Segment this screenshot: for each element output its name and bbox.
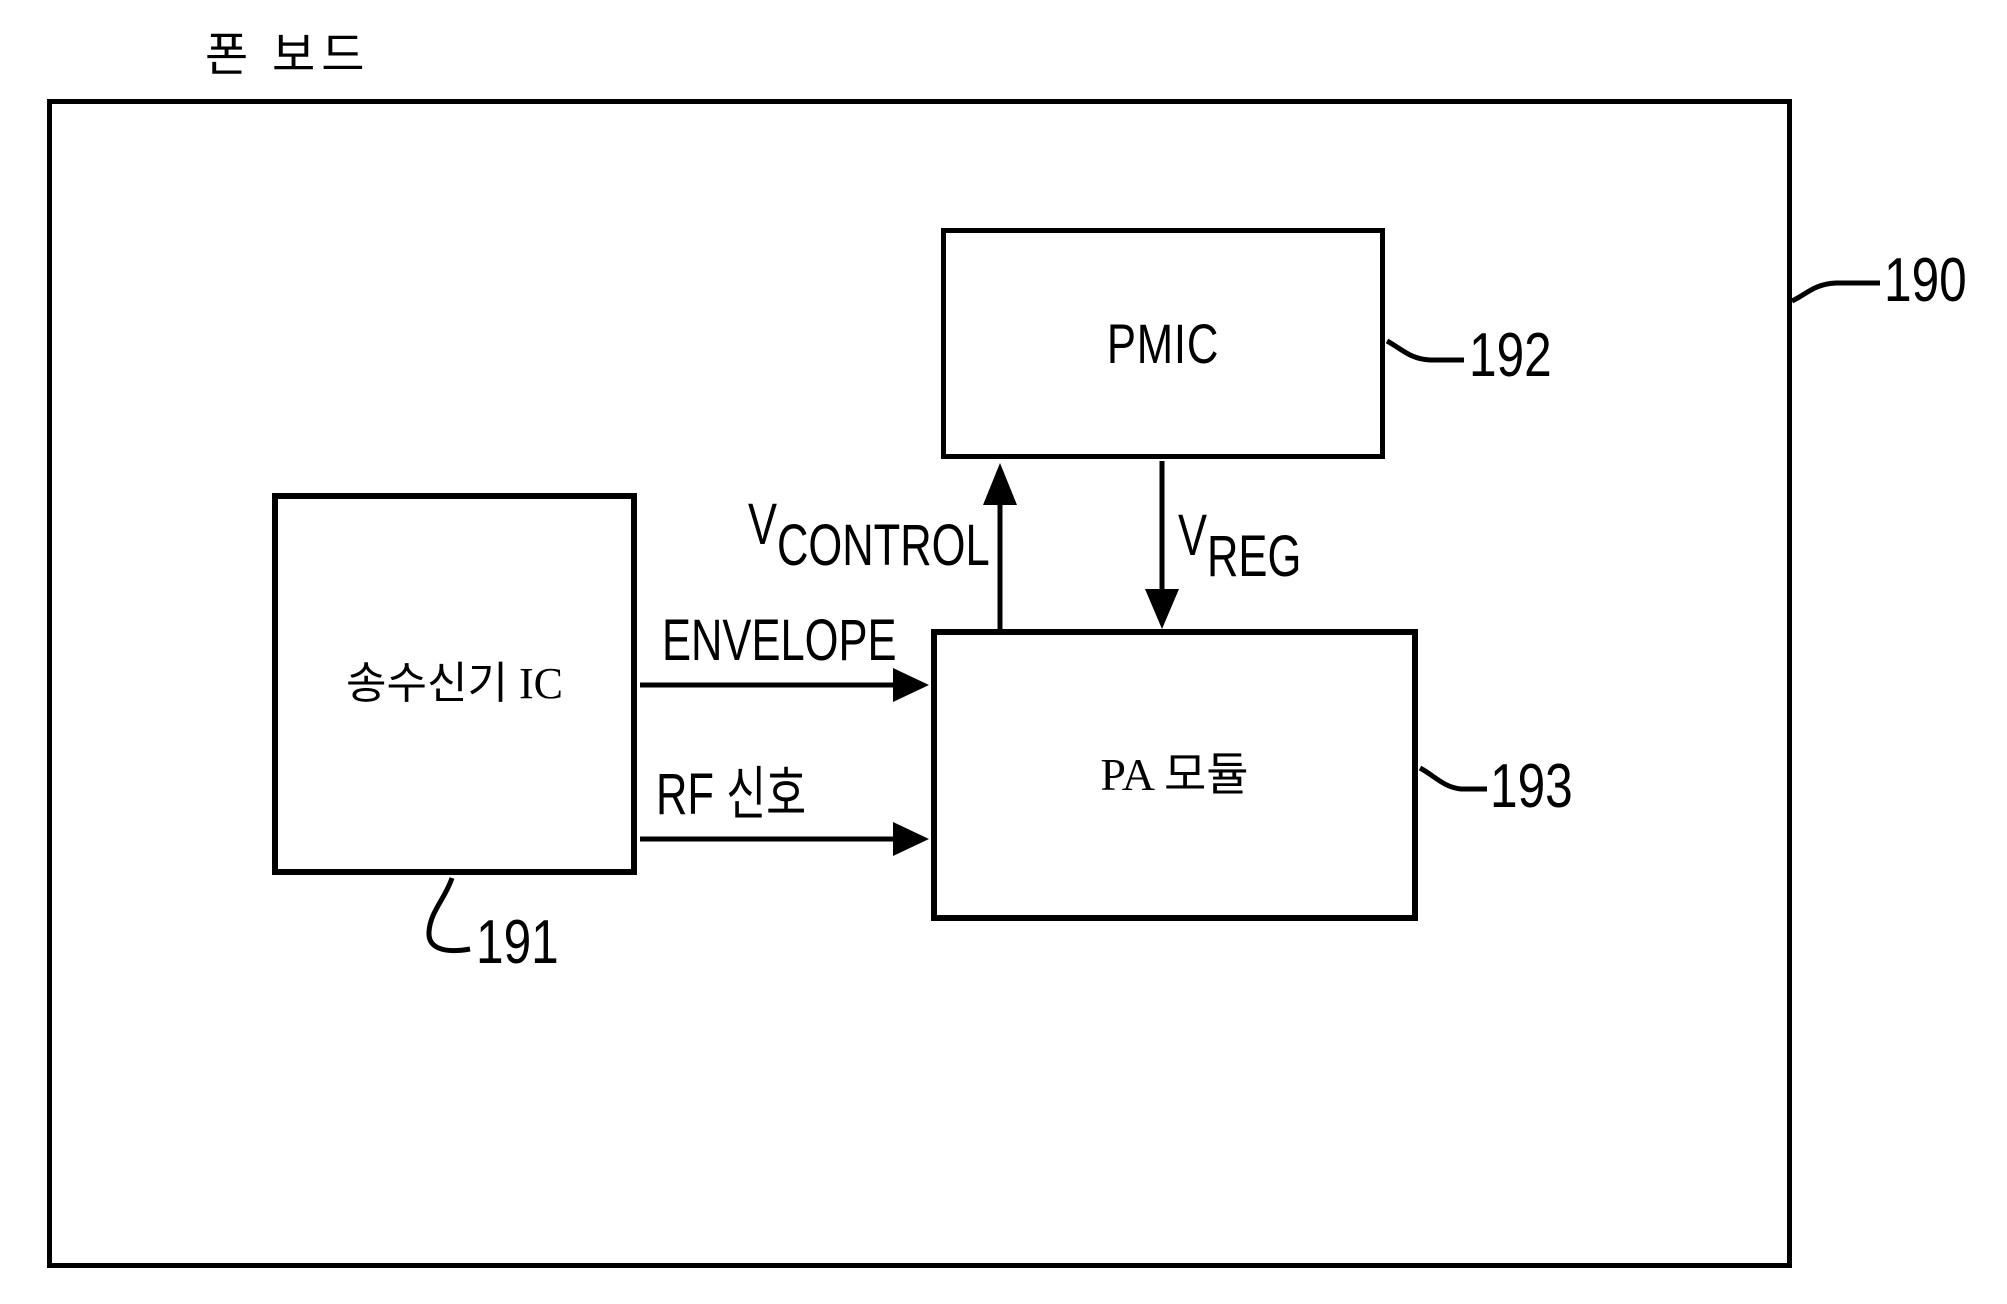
envelope-arrow [640,668,929,702]
pmic-block: PMIC [941,228,1385,459]
ref-192-leader [1385,338,1464,363]
envelope-signal-label: ENVELOPE [662,608,897,673]
ref-193-leader [1418,765,1487,792]
vreg-subscript-text: REG [1207,524,1302,589]
vreg-arrow [1145,461,1179,629]
ref-191-leader [426,877,471,954]
ref-190-leader [1790,280,1880,304]
transceiver-ic-block: 송수신기 IC [272,493,637,875]
ref-190-board: 190 [1884,246,1967,315]
vcontrol-subscript-text: CONTROL [777,513,990,578]
vreg-main-text: V [1178,503,1208,568]
ref-193-pa: 193 [1490,752,1573,821]
phone-board-label: 폰 보드 [205,30,371,82]
pa-module-label: PA 모듈 [1100,749,1249,800]
rf-signal-label: RF 신호 [656,762,807,827]
phone-board-outline [47,99,1792,1268]
transceiver-ic-label: 송수신기 IC [346,659,563,708]
rf-signal-arrow [640,822,929,856]
vcontrol-main-text: V [748,492,778,557]
vcontrol-arrow [983,463,1017,630]
ref-191-transceiver: 191 [476,908,559,977]
pa-module-block: PA 모듈 [931,629,1418,921]
pmic-label: PMIC [1106,311,1220,375]
ref-192-pmic: 192 [1469,321,1552,390]
